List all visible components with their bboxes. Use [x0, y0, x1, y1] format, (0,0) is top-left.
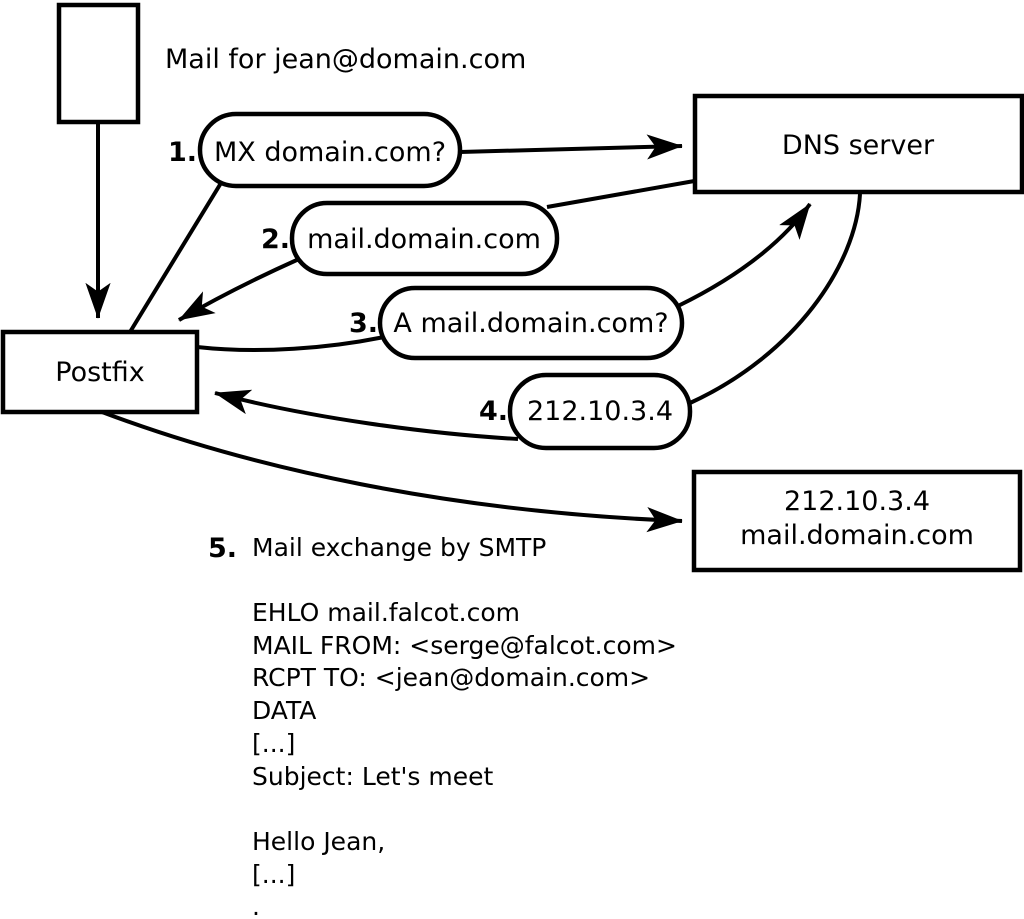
line-postfix-to-step3	[196, 335, 385, 353]
step1-query-pill	[197, 111, 463, 189]
step2-answer-label: mail.domain.com	[307, 224, 541, 255]
step5-number: 5.	[208, 533, 237, 564]
smtp-session: EHLO mail.falcot.com MAIL FROM: <serge@f…	[252, 598, 677, 919]
step1-number: 1.	[168, 137, 197, 168]
dns-server-box	[692, 93, 1024, 195]
step2-number: 2.	[261, 224, 290, 255]
arrow-step2-to-postfix	[177, 257, 300, 322]
mail-server-box	[691, 469, 1023, 573]
line-dns-to-step2	[546, 178, 701, 209]
step2-answer-pill	[289, 200, 560, 277]
smtp-line: [...]	[252, 729, 295, 758]
step3-query-pill	[377, 285, 685, 361]
step3-query-label: A mail.domain.com?	[393, 308, 668, 339]
line-postfix-to-step1	[128, 181, 223, 334]
smtp-line: Subject: Let's meet	[252, 762, 493, 791]
smtp-line: EHLO mail.falcot.com	[252, 598, 520, 627]
step1-query-label: MX domain.com?	[214, 137, 446, 168]
smtp-line: MAIL FROM: <serge@falcot.com>	[252, 631, 677, 660]
smtp-line: RCPT TO: <jean@domain.com>	[252, 663, 650, 692]
smtp-line: .	[252, 892, 260, 919]
smtp-line: [...]	[252, 860, 295, 889]
step4-number: 4.	[479, 396, 508, 427]
step5-label: Mail exchange by SMTP	[252, 533, 546, 562]
mail-server-ip: 212.10.3.4	[784, 486, 930, 517]
postfix-box	[0, 329, 200, 415]
mail-for-label: Mail for jean@domain.com	[165, 44, 526, 75]
arrow-step3-to-dns	[677, 202, 812, 308]
smtp-line: Hello Jean,	[252, 827, 385, 856]
arrow-step4-to-postfix	[214, 389, 519, 441]
mail-server-hostname: mail.domain.com	[740, 520, 974, 551]
smtp-line: DATA	[252, 696, 316, 725]
arrow-step1-to-dns	[459, 134, 683, 160]
postfix-label: Postfix	[55, 357, 144, 388]
dns-server-label: DNS server	[782, 130, 935, 161]
step3-number: 3.	[349, 308, 378, 339]
step4-answer-label: 212.10.3.4	[527, 396, 673, 427]
arrow-postfix-to-mailserver	[101, 410, 683, 533]
mail-envelope	[56, 2, 141, 125]
step4-answer-pill	[507, 372, 693, 451]
line-dns-to-step4	[689, 193, 862, 405]
